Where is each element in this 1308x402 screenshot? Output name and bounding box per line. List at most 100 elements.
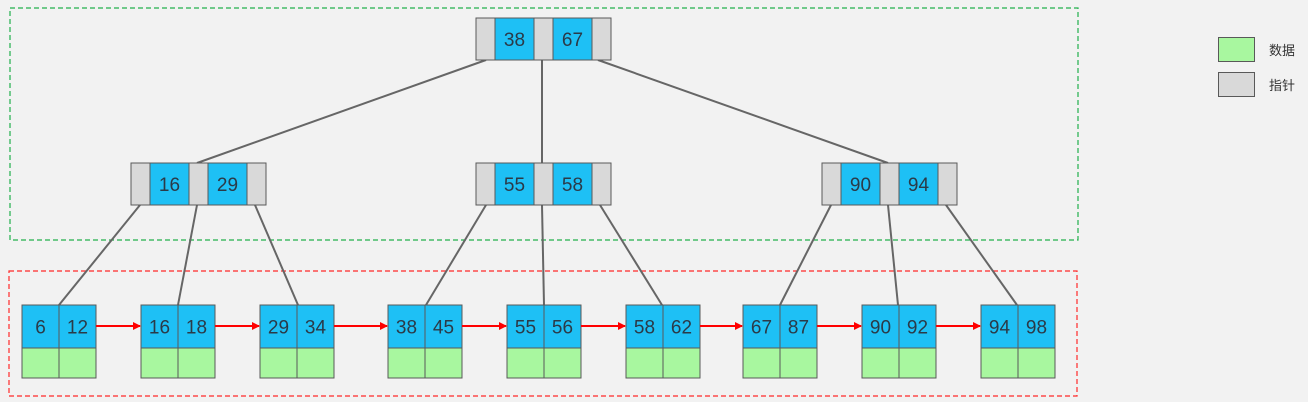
internal-node-2: 55 58	[475, 162, 612, 206]
key-label: 29	[268, 318, 289, 339]
tree-edge-internal-to-leaf-5	[541, 204, 545, 306]
key-cell	[552, 162, 593, 206]
pointer-cell	[937, 162, 958, 206]
data-cell	[779, 347, 818, 379]
key-label: 6	[35, 318, 46, 339]
key-cell	[296, 304, 335, 349]
leaf-node-9: 94 98	[980, 304, 1056, 379]
key-label: 94	[989, 318, 1011, 339]
key-cell	[207, 162, 248, 206]
data-cell	[662, 347, 701, 379]
key-label: 16	[159, 175, 180, 196]
key-label: 12	[67, 318, 88, 339]
data-cell	[625, 347, 664, 379]
key-cell	[506, 304, 545, 349]
data-cell	[543, 347, 582, 379]
data-cell	[424, 347, 463, 379]
data-cell	[140, 347, 179, 379]
key-cell	[543, 304, 582, 349]
data-cell	[861, 347, 900, 379]
pointer-cell	[246, 162, 267, 206]
pointer-cell	[475, 17, 496, 61]
legend-label-pointer: 指针	[1269, 79, 1296, 94]
key-label: 45	[433, 318, 454, 339]
key-cell	[552, 17, 593, 61]
leaf-node-4: 38 45	[387, 304, 463, 379]
key-cell	[494, 17, 535, 61]
key-label: 38	[504, 30, 525, 51]
key-label: 92	[907, 318, 928, 339]
key-label: 94	[908, 175, 930, 196]
data-cell	[980, 347, 1019, 379]
data-cell	[898, 347, 937, 379]
key-label: 56	[552, 318, 573, 339]
key-label: 90	[850, 175, 871, 196]
key-cell	[387, 304, 426, 349]
leaf-node-1: 6 12	[21, 304, 97, 379]
key-cell	[779, 304, 818, 349]
pointer-cell	[821, 162, 842, 206]
tree-edge-root-to-internal-1	[196, 59, 487, 164]
pointer-cell	[475, 162, 496, 206]
key-cell	[898, 304, 937, 349]
internal-node-3: 90 94	[821, 162, 958, 206]
leaf-node-7: 67 87	[742, 304, 818, 379]
legend-swatch-pointer	[1218, 72, 1255, 97]
key-label: 67	[751, 318, 772, 339]
tree-edge-internal-to-leaf-9	[945, 204, 1018, 306]
key-label: 29	[217, 175, 238, 196]
data-cell	[387, 347, 426, 379]
pointer-cell	[591, 162, 612, 206]
key-label: 38	[396, 318, 417, 339]
data-cell	[177, 347, 216, 379]
pointer-cell	[533, 162, 554, 206]
legend: 数据 指针	[1218, 36, 1295, 106]
key-label: 90	[870, 318, 891, 339]
leaf-nodes-region	[8, 270, 1078, 397]
tree-edge-internal-to-leaf-4	[425, 204, 487, 306]
key-label: 62	[671, 318, 692, 339]
key-label: 16	[149, 318, 170, 339]
data-cell	[742, 347, 781, 379]
pointer-cell	[130, 162, 151, 206]
tree-edge-internal-to-leaf-6	[599, 204, 663, 306]
data-cell	[58, 347, 97, 379]
key-label: 98	[1026, 318, 1047, 339]
key-label: 34	[305, 318, 327, 339]
key-cell	[662, 304, 701, 349]
key-cell	[177, 304, 216, 349]
tree-edge-internal-to-leaf-8	[887, 204, 899, 306]
pointer-cell	[591, 17, 612, 61]
pointer-cell	[188, 162, 209, 206]
legend-label-data: 数据	[1269, 44, 1296, 59]
data-cell	[296, 347, 335, 379]
key-label: 55	[504, 175, 525, 196]
legend-item-data: 数据	[1218, 36, 1295, 63]
tree-edge-internal-to-leaf-1	[58, 204, 141, 306]
key-label: 58	[634, 318, 655, 339]
pointer-cell	[879, 162, 900, 206]
key-label: 67	[562, 30, 583, 51]
root-node: 38 67	[475, 17, 612, 61]
data-cell	[21, 347, 60, 379]
internal-nodes-region	[9, 7, 1079, 241]
key-label: 18	[186, 318, 207, 339]
leaf-node-5: 55 56	[506, 304, 582, 379]
leaf-node-8: 90 92	[861, 304, 937, 379]
leaf-node-3: 29 34	[259, 304, 335, 379]
key-cell	[149, 162, 190, 206]
tree-edge-internal-to-leaf-7	[779, 204, 832, 306]
key-label: 55	[515, 318, 536, 339]
key-cell	[840, 162, 881, 206]
key-label: 58	[562, 175, 583, 196]
data-cell	[1017, 347, 1056, 379]
legend-item-pointer: 指针	[1218, 71, 1295, 98]
legend-swatch-data	[1218, 37, 1255, 62]
key-label: 87	[788, 318, 809, 339]
data-cell	[259, 347, 298, 379]
data-cell	[506, 347, 545, 379]
tree-edge-root-to-internal-3	[597, 59, 889, 164]
